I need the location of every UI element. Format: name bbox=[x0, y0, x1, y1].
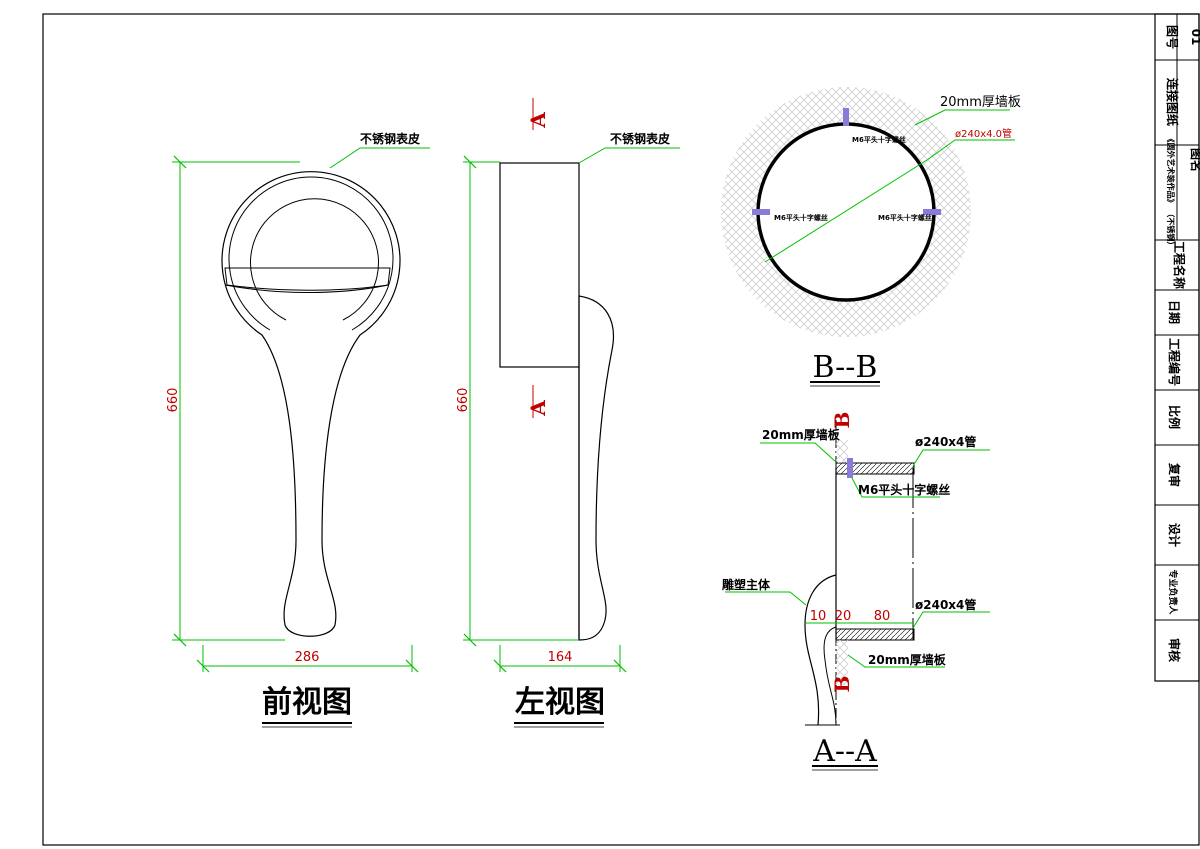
front-skin-leader bbox=[329, 147, 430, 169]
left-profile bbox=[578, 295, 614, 641]
aa-body-label: 雕塑主体 bbox=[722, 577, 771, 592]
aa-dim-1: 10 bbox=[810, 609, 827, 624]
tb-drawing-name-value: 连接图纸 bbox=[1165, 78, 1180, 126]
bb-pipe-leader bbox=[926, 139, 1015, 161]
left-skin-label: 不锈钢表皮 bbox=[610, 131, 670, 146]
aa-wall-top-label: 20mm厚墙板 bbox=[762, 427, 841, 442]
aa-sculpture-inner bbox=[823, 626, 837, 726]
aa-section-mark-bottom: B bbox=[830, 676, 854, 693]
aa-wall-hatch-2 bbox=[836, 640, 848, 685]
front-inner-ring-2 bbox=[250, 198, 379, 321]
tb-drawing-name-label: 图名 bbox=[1189, 148, 1200, 172]
aa-screw-label: M6平头十字螺丝 bbox=[858, 482, 950, 497]
bb-wall-leader bbox=[914, 109, 1010, 126]
front-view-title: 前视图 bbox=[262, 685, 352, 720]
front-tick-left bbox=[196, 659, 210, 673]
section-bb: ø240x4.0管 20mm厚墙板 M6平头十字螺丝 M6平头十字螺丝 M6平头… bbox=[721, 87, 1021, 387]
bb-diameter-line bbox=[764, 159, 928, 263]
left-view-title: 左视图 bbox=[515, 685, 605, 720]
bb-screw-top-icon bbox=[843, 108, 849, 126]
front-inner-ring bbox=[228, 176, 394, 331]
aa-title: A--A bbox=[812, 734, 877, 769]
left-tick-bottom bbox=[463, 633, 477, 647]
tb-audit-label: 审核 bbox=[1167, 638, 1182, 662]
front-tick-top bbox=[173, 155, 187, 169]
left-dim-width: 164 bbox=[548, 650, 573, 665]
bb-screw-right-icon bbox=[923, 209, 941, 215]
tb-drawing-no-value: 01 bbox=[1189, 29, 1200, 46]
aa-screw-leader bbox=[851, 477, 940, 498]
left-dim-height: 660 bbox=[456, 388, 471, 413]
tb-date-label: 日期 bbox=[1167, 300, 1182, 324]
aa-pipe-bottom-leader bbox=[912, 611, 990, 629]
aa-pipe-bottom-label: ø240x4管 bbox=[915, 597, 976, 612]
bb-title: B--B bbox=[813, 350, 878, 385]
aa-pipe-top-leader bbox=[912, 449, 990, 467]
bb-wall-label: 20mm厚墙板 bbox=[940, 95, 1021, 110]
front-tick-bottom bbox=[173, 633, 187, 647]
aa-bottom-plate bbox=[835, 628, 915, 641]
front-dim-height: 660 bbox=[166, 388, 181, 413]
front-plate-lower bbox=[224, 284, 389, 293]
aa-body-leader bbox=[725, 591, 807, 606]
tb-scale-label: 比例 bbox=[1167, 405, 1182, 429]
aa-dim-3: 80 bbox=[874, 609, 891, 624]
bb-screw-right-label: M6平头十字螺丝 bbox=[878, 213, 932, 222]
front-dim-width: 286 bbox=[295, 650, 320, 665]
title-block: 01 图号 连接图纸 图名 《圆外艺术装作品》 （不锈钢） 工程名称 日期 工程… bbox=[1154, 13, 1200, 682]
aa-wall-hatch bbox=[836, 440, 848, 463]
aa-wall-top-leader bbox=[760, 442, 837, 463]
bb-screw-left-label: M6平头十字螺丝 bbox=[774, 213, 828, 222]
left-tick-right bbox=[613, 659, 627, 673]
front-outline bbox=[221, 171, 401, 637]
front-skin-label: 不锈钢表皮 bbox=[360, 131, 420, 146]
aa-wall-bottom-leader bbox=[847, 654, 945, 668]
left-section-mark-bottom: A bbox=[526, 400, 550, 417]
aa-dim-2: 20 bbox=[835, 609, 852, 624]
front-view: 660 286 不锈钢表皮 前视图 bbox=[166, 131, 430, 728]
tb-design-label: 设计 bbox=[1167, 523, 1182, 547]
left-box bbox=[499, 162, 580, 368]
tb-drawing-no-label: 图号 bbox=[1165, 25, 1180, 49]
bb-pipe-label: ø240x4.0管 bbox=[955, 127, 1012, 140]
bb-screw-top-label: M6平头十字螺丝 bbox=[852, 135, 906, 144]
left-section-mark-top: A bbox=[526, 112, 550, 129]
left-tick-left bbox=[493, 659, 507, 673]
left-skin-leader bbox=[578, 147, 680, 164]
aa-sculpture-body bbox=[804, 574, 837, 726]
tb-project-name-value: 《圆外艺术装作品》 （不锈钢） bbox=[1166, 135, 1176, 250]
front-tick-right bbox=[405, 659, 419, 673]
aa-pipe-top-label: ø240x4管 bbox=[915, 434, 976, 449]
tb-project-code-label: 工程编号 bbox=[1167, 338, 1182, 386]
front-plate bbox=[224, 267, 391, 291]
bb-pipe bbox=[756, 122, 936, 302]
tb-project-name-label: 工程名称 bbox=[1172, 241, 1187, 289]
aa-top-plate bbox=[835, 462, 915, 475]
left-view: A A 660 164 不锈钢表皮 左视图 bbox=[456, 98, 680, 728]
aa-wall-bottom-label: 20mm厚墙板 bbox=[868, 652, 947, 667]
left-tick-top bbox=[463, 155, 477, 169]
section-aa: B B 20mm厚墙板 ø240x4管 M6平头十字螺丝 雕塑主体 ø240x4… bbox=[722, 412, 990, 771]
aa-screw-icon bbox=[847, 458, 853, 478]
tb-lead-label: 专业负责人 bbox=[1167, 569, 1179, 615]
bb-screw-left-icon bbox=[752, 209, 770, 215]
aa-section-mark-top: B bbox=[830, 412, 854, 429]
tb-review-label: 复审 bbox=[1167, 462, 1182, 487]
